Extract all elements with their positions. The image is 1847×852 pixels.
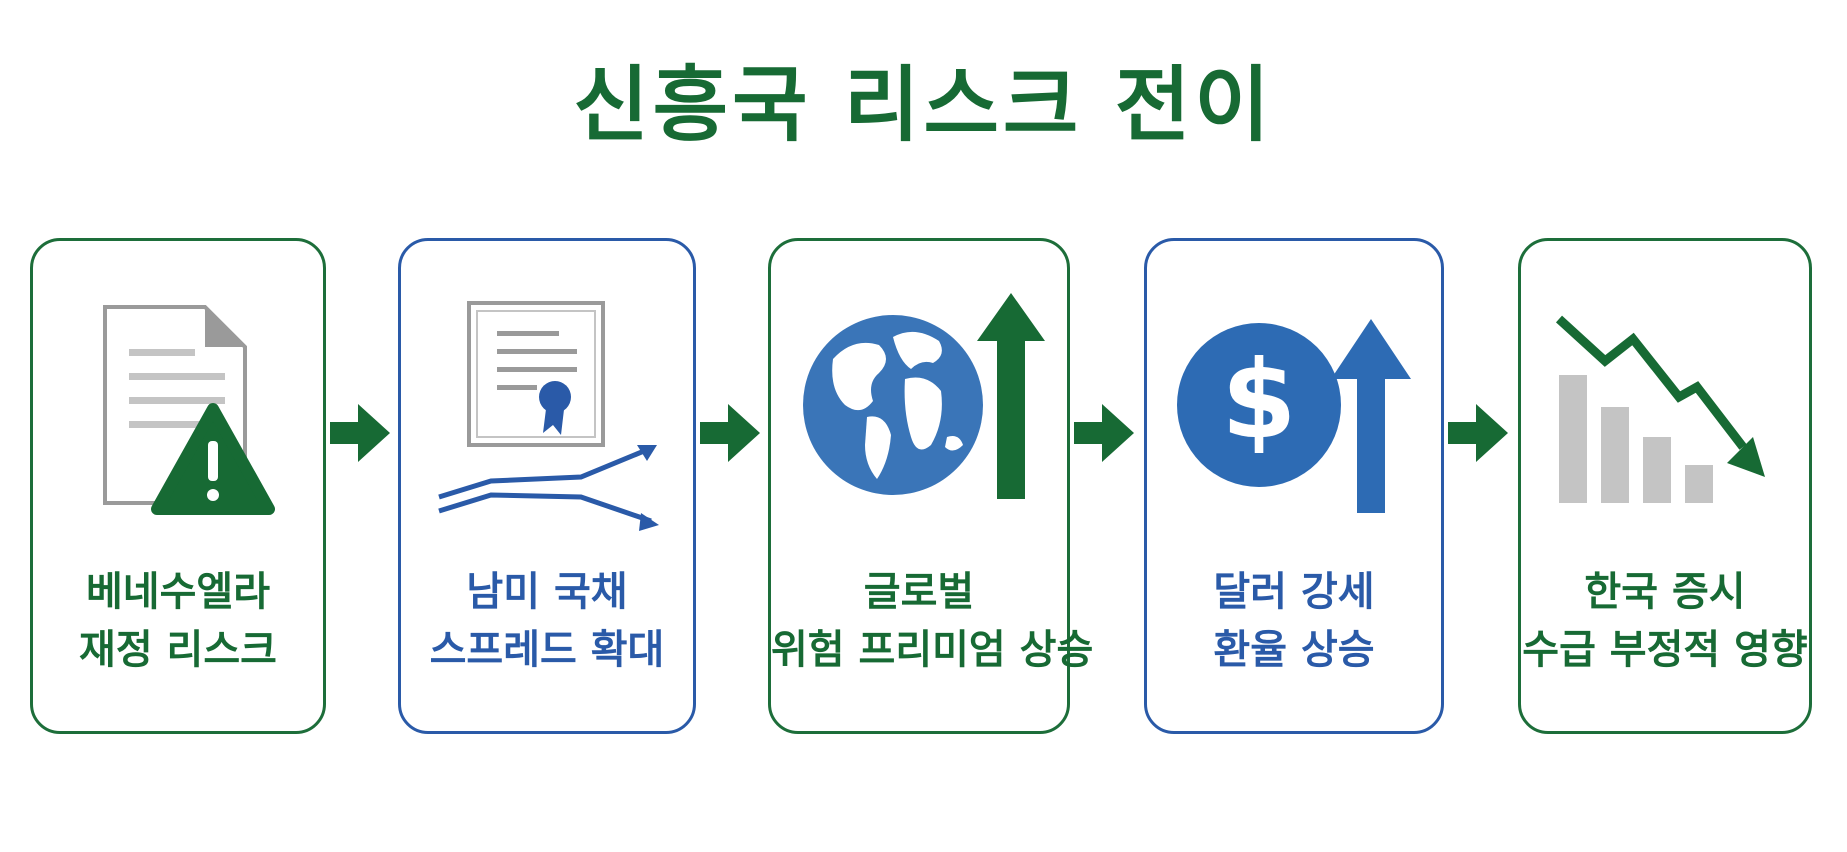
- document-warning-icon: [103, 305, 275, 515]
- flow-arrow-icon: [330, 404, 390, 462]
- flow-arrow-icon: [700, 404, 760, 462]
- step-label-line2: 수급 부정적 영향: [1522, 627, 1808, 673]
- step-card-dollar-strength: $ 달러 강세 환율 상승: [1144, 238, 1444, 734]
- step-label-line1: 한국 증시: [1584, 569, 1746, 615]
- step-label-line1: 베네수엘라: [86, 569, 270, 615]
- step-label-line2: 스프레드 확대: [429, 627, 665, 673]
- step-card-venezuela: 베네수엘라 재정 리스크: [30, 238, 326, 734]
- flow-arrow-icon: [1448, 404, 1508, 462]
- step-label-line2: 재정 리스크: [79, 627, 277, 673]
- flow-arrow-icon: [1074, 404, 1134, 462]
- globe-up-arrow-icon: [803, 293, 1045, 499]
- step-card-korea-market: 한국 증시 수급 부정적 영향: [1518, 238, 1812, 734]
- dollar-up-arrow-icon: $: [1177, 319, 1411, 513]
- page-title: 신흥국 리스크 전이: [573, 58, 1274, 153]
- step-card-global-risk: 글로벌 위험 프리미엄 상승: [768, 238, 1094, 734]
- bond-certificate-spread-icon: [438, 301, 659, 531]
- step-label-line1: 남미 국채: [466, 569, 628, 615]
- declining-bar-chart-icon: [1555, 315, 1765, 503]
- step-label-line1: 달러 강세: [1213, 569, 1375, 615]
- step-label-line2: 환율 상승: [1213, 627, 1375, 673]
- step-card-bond-spread: 남미 국채 스프레드 확대: [398, 238, 696, 734]
- svg-text:$: $: [1221, 338, 1296, 463]
- step-label-line2: 위험 프리미엄 상승: [771, 627, 1094, 673]
- step-label-line1: 글로벌: [863, 569, 975, 615]
